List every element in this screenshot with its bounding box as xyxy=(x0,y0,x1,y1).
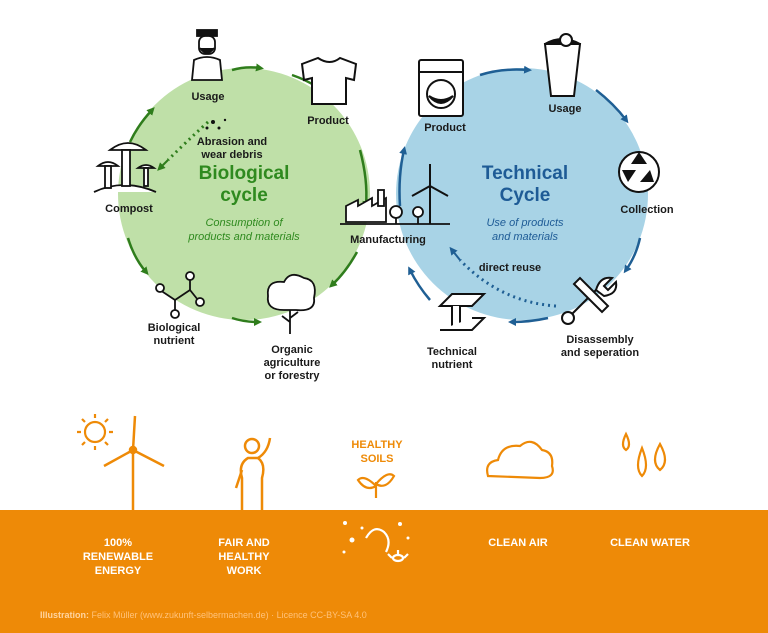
cloud-icon xyxy=(486,440,554,480)
abrasion-dots xyxy=(205,118,227,130)
biological-cycle-circle xyxy=(118,68,370,320)
credit-text: Felix Müller (www.zukunft-selbermachen.d… xyxy=(91,610,367,620)
foundation-ground xyxy=(0,510,768,633)
technical-cycle-arrows xyxy=(398,65,642,326)
water-drops-icon xyxy=(621,431,667,478)
credit-label: Illustration: xyxy=(40,610,89,620)
healthy-soils-label: HEALTHY SOILS xyxy=(351,439,403,465)
t-shirt-icon xyxy=(300,56,358,105)
organic-agriculture-label: Organic agriculture or forestry xyxy=(263,344,321,382)
biological-nutrient-label: Biological nutrient xyxy=(147,322,201,347)
biological-cycle-title: Biological cycle xyxy=(198,163,290,206)
recycle-icon xyxy=(618,151,660,193)
soil-particles xyxy=(342,521,410,554)
tools-icon xyxy=(561,276,618,325)
technical-cycle-title: Technical Cycle xyxy=(481,163,569,206)
wind-turbine-icon xyxy=(103,415,165,510)
clean-air-label: CLEAN AIR xyxy=(488,537,548,549)
bucket-icon xyxy=(543,33,582,97)
bio-product-label: Product xyxy=(307,115,349,127)
molecule-icon xyxy=(155,271,205,319)
technical-nutrient-label: Technical nutrient xyxy=(427,346,477,371)
technical-cycle-subtitle: Use of products and materials xyxy=(486,217,564,243)
steel-beam-icon xyxy=(437,293,487,331)
sprout-icon xyxy=(352,473,400,510)
tree-icon xyxy=(266,273,316,334)
bio-usage-label: Usage xyxy=(191,91,225,103)
compost-label: Compost xyxy=(105,203,153,215)
washing-machine-icon xyxy=(418,59,464,117)
clean-water-label: CLEAN WATER xyxy=(610,537,690,549)
wind-turbine-small-icon xyxy=(411,164,449,224)
worker-icon xyxy=(234,437,272,510)
worm-icon xyxy=(365,528,409,563)
tech-usage-label: Usage xyxy=(548,103,582,115)
sun-icon xyxy=(77,414,113,450)
fair-work-label: FAIR AND HEALTHY WORK xyxy=(218,537,270,577)
person-icon xyxy=(191,29,223,81)
tech-product-label: Product xyxy=(424,122,466,134)
collection-label: Collection xyxy=(620,204,674,216)
illustration-credit: Illustration: Felix Müller (www.zukunft-… xyxy=(40,610,367,620)
renewable-energy-label: 100% RENEWABLE ENERGY xyxy=(82,537,154,577)
technical-cycle-circle xyxy=(396,68,648,320)
factory-icon xyxy=(340,189,450,225)
disassembly-label: Disassembly and seperation xyxy=(560,334,640,359)
biological-cycle-subtitle: Consumption of products and materials xyxy=(188,217,300,243)
direct-reuse-label: direct reuse xyxy=(478,262,542,274)
manufacturing-label: Manufacturing xyxy=(350,234,426,246)
abrasion-label: Abrasion and wear debris xyxy=(196,136,268,161)
mushrooms-icon xyxy=(93,142,157,193)
